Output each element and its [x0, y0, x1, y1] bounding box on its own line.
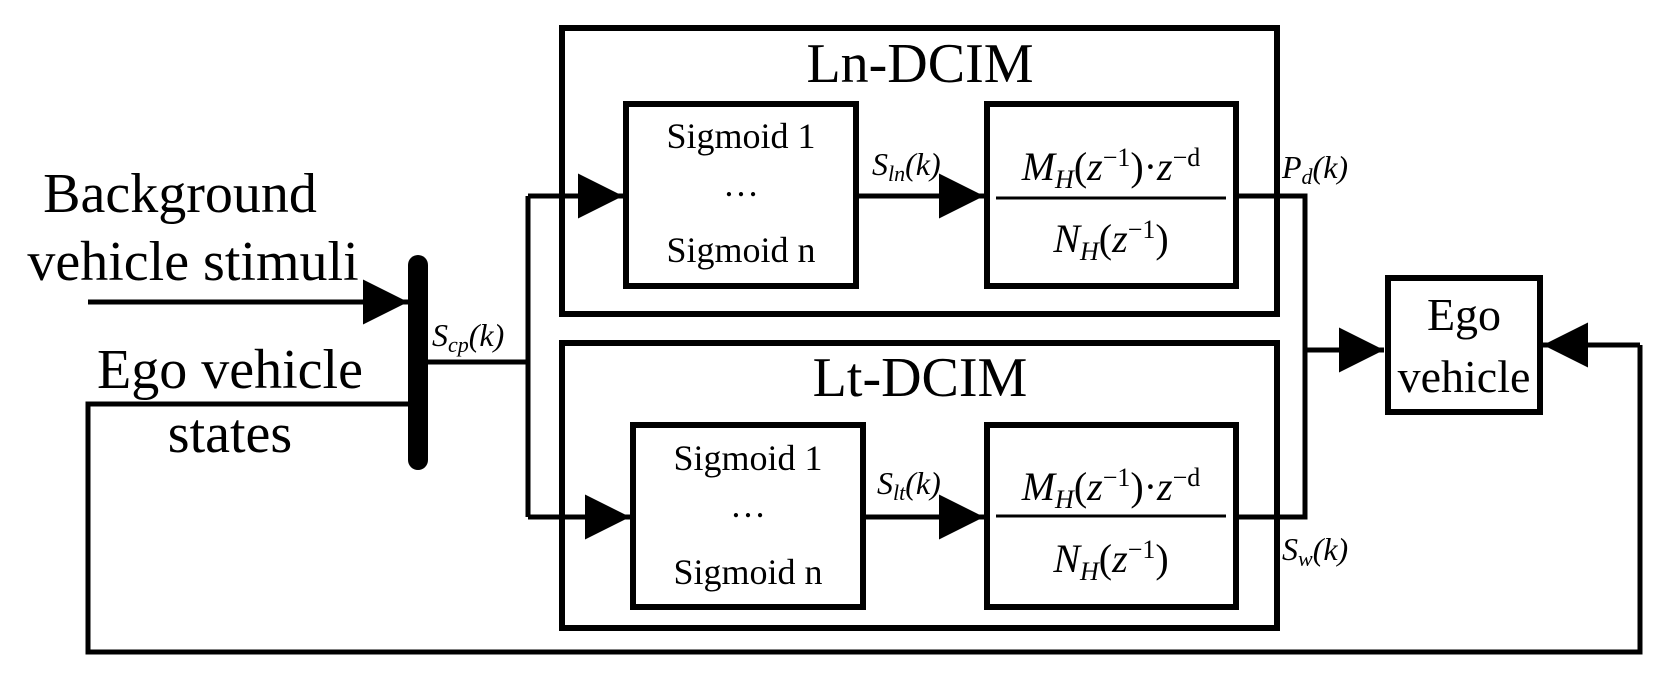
ego-vehicle-label-line1: Ego	[1427, 289, 1501, 340]
lt-sigmoid-ellipsis: …	[730, 485, 766, 525]
background-stimuli-label-line2: vehicle stimuli	[27, 231, 358, 293]
lt-dcim-title: Lt-DCIM	[813, 347, 1028, 409]
ego-states-label-line2: states	[168, 403, 292, 465]
ln-dcim-block	[559, 25, 1280, 317]
ln-tf-denominator: NH(z−1)	[1052, 215, 1168, 266]
lt-sigmoid-last: Sigmoid n	[673, 552, 822, 592]
pd-output-line	[1236, 193, 1308, 520]
ln-dcim-title: Ln-DCIM	[806, 33, 1033, 95]
ln-sigmoid-first: Sigmoid 1	[666, 116, 815, 156]
lt-tf-numerator: MH(z−1)·z−d	[1021, 463, 1201, 514]
background-stimuli-label-line1: Background	[43, 163, 317, 225]
ego-states-label-line1: Ego vehicle	[97, 339, 363, 401]
pd-signal-label: Pd(k)	[1281, 149, 1348, 189]
ln-tf-numerator: MH(z−1)·z−d	[1021, 143, 1201, 194]
feedback-loop-line	[85, 345, 1643, 655]
lt-dcim-block	[559, 340, 1280, 631]
ego-vehicle-block	[1385, 275, 1543, 415]
scp-signal-label: Scp(k)	[432, 317, 504, 357]
slt-signal-label: Slt(k)	[877, 465, 941, 505]
lt-tf-denominator: NH(z−1)	[1052, 535, 1168, 586]
ego-vehicle-label-line2: vehicle	[1398, 351, 1531, 402]
lt-sigmoid-first: Sigmoid 1	[673, 438, 822, 478]
ln-sigmoid-last: Sigmoid n	[666, 230, 815, 270]
sln-signal-label: Sln(k)	[872, 146, 941, 186]
sw-signal-label: Sw(k)	[1282, 531, 1348, 571]
ln-sigmoid-ellipsis: …	[723, 164, 759, 204]
